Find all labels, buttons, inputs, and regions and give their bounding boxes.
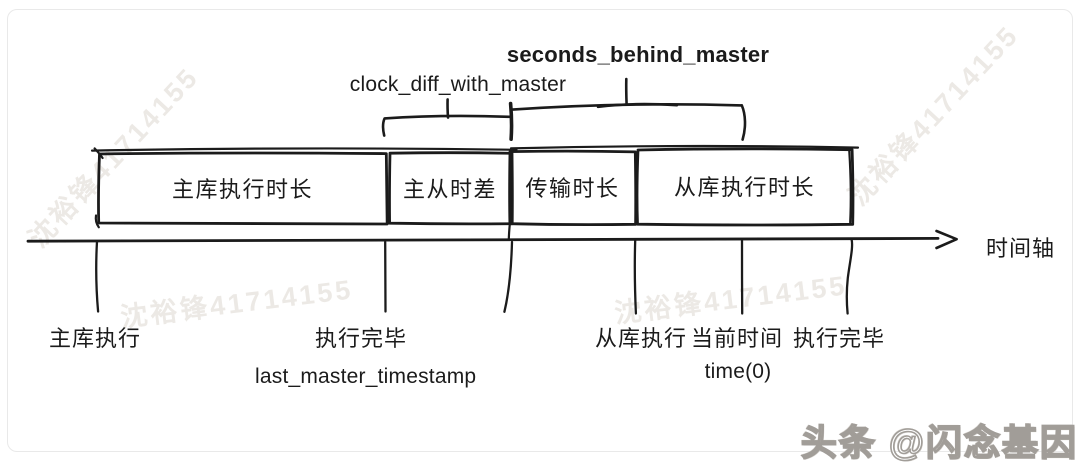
tick-label-current-time: 当前时间 <box>690 326 783 351</box>
last-master-timestamp-label: last_master_timestamp <box>255 365 477 388</box>
tick-slave-done <box>845 238 854 315</box>
time-zero-label: time(0) <box>704 360 772 383</box>
box-label-clock-diff: 主从时差 <box>402 176 497 202</box>
site-watermark: 头条 @闪念基因 <box>800 421 1078 464</box>
duration-boxes <box>97 147 855 227</box>
clock-diff-with-master-label: clock_diff_with_master <box>349 73 567 96</box>
tick-slave-exec <box>633 239 638 315</box>
tick-label-master-done: 执行完毕 <box>314 326 407 351</box>
box-slave-exec <box>635 147 855 227</box>
timeline-axis <box>26 229 958 250</box>
tick-master-exec <box>95 240 100 313</box>
time-axis-label: 时间轴 <box>986 236 1056 261</box>
box-label-slave-exec-duration: 从库执行时长 <box>673 175 815 200</box>
box-master-exec <box>97 151 389 226</box>
tick-label-slave-exec: 从库执行 <box>594 326 687 351</box>
box-label-transfer-duration: 传输时长 <box>525 176 620 201</box>
arrowhead-icon <box>935 229 958 250</box>
box-transfer <box>508 149 638 227</box>
box-label-master-exec-duration: 主库执行时长 <box>171 176 313 202</box>
tick-transfer-start <box>503 240 514 313</box>
seconds-behind-master-label: seconds_behind_master <box>506 42 770 67</box>
brace-seconds-behind <box>508 77 747 141</box>
tick-marks <box>95 238 854 315</box>
brace-clock-diff <box>381 98 511 137</box>
tick-label-slave-done: 执行完毕 <box>792 326 885 351</box>
tick-label-master-exec: 主库执行 <box>48 326 141 351</box>
